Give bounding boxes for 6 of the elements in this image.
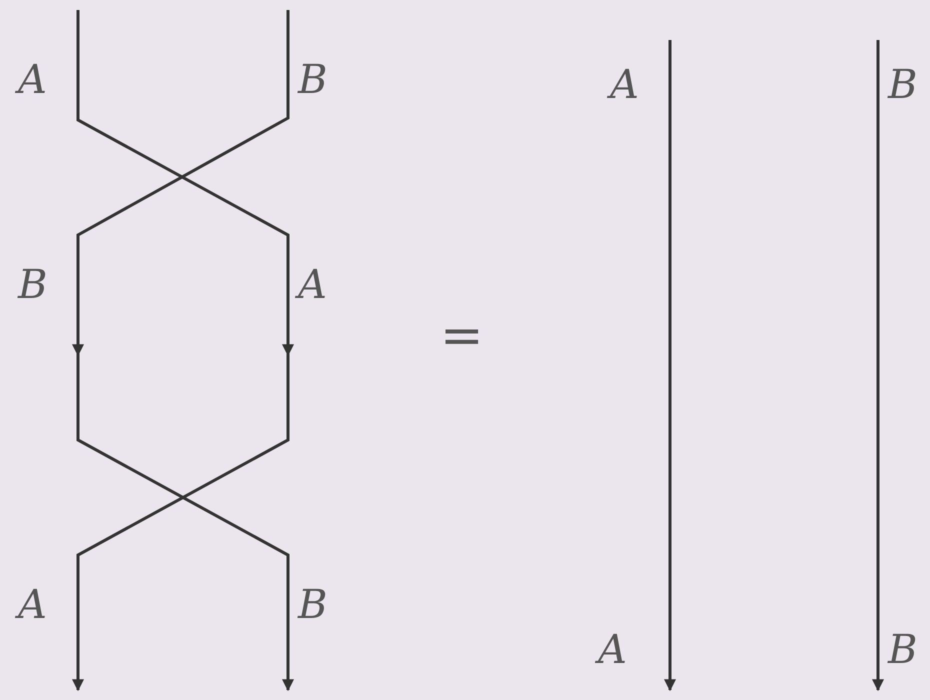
wire-label: B xyxy=(888,65,918,105)
wire-label: B xyxy=(888,630,918,670)
wire-label: B xyxy=(298,585,328,625)
equals-sign: = xyxy=(440,310,484,362)
wire-label: B xyxy=(298,60,328,100)
wire-label: B xyxy=(18,265,48,305)
